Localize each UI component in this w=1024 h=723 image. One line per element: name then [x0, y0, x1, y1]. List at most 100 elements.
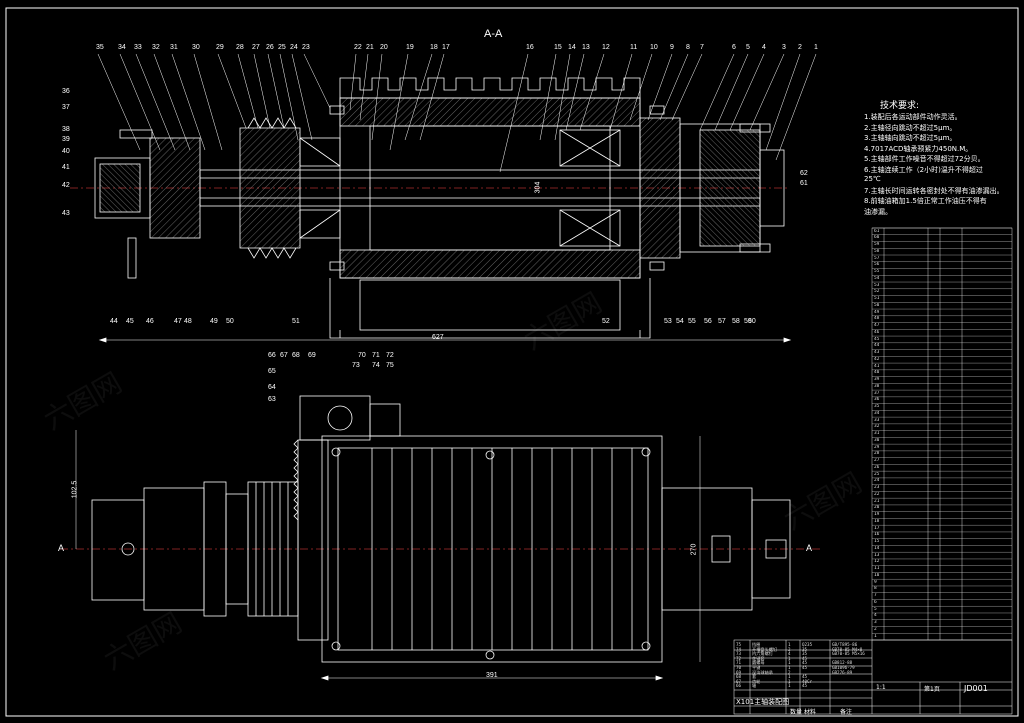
callout-number: 36	[62, 88, 70, 95]
callout-number: 73	[352, 362, 360, 369]
section-title: A-A	[484, 28, 503, 40]
callout-number: 13	[582, 44, 590, 51]
bom-detail-cell: GB70-85 M4×8	[832, 646, 863, 652]
bom-item-number: 9	[874, 579, 877, 585]
bom-detail-cell: 75	[736, 642, 742, 647]
bom-item-number: 26	[874, 464, 880, 470]
bom-detail-cell: 40Cr	[802, 678, 813, 684]
bom-item-number: 59	[874, 242, 880, 247]
callout-number: 62	[800, 170, 808, 177]
bom-item-number: 46	[874, 329, 880, 335]
bom-detail-cell: 45	[802, 683, 808, 689]
bom-detail-cell: 35	[802, 651, 808, 657]
bom-detail-cell: 套	[752, 674, 757, 680]
bom-item-number: 61	[874, 228, 880, 234]
tech-requirement-item: 6.主轴连续工作（2小时)温升不得超过	[864, 165, 983, 174]
dim-overall-bottom: 391	[486, 672, 498, 679]
bom-detail-cell: 45	[802, 660, 808, 666]
bom-item-number: 7	[874, 593, 877, 599]
callout-number: 3	[782, 44, 786, 51]
callout-number: 48	[184, 318, 192, 325]
bom-detail-cell: 2	[788, 669, 791, 675]
bom-item-number: 44	[874, 343, 880, 349]
callout-number: 69	[308, 352, 316, 359]
callout-number: 37	[62, 104, 70, 111]
callout-number: 31	[170, 44, 178, 51]
bom-item-number: 47	[874, 323, 880, 329]
tech-requirement-item: 4.7017ACD轴承预紧力450N.M。	[864, 144, 973, 153]
bom-item-number: 6	[874, 599, 877, 605]
dim-overall-top: 627	[432, 334, 444, 341]
remark-header: 备注	[840, 709, 853, 716]
bom-item-number: 17	[874, 525, 880, 531]
bom-item-number: 1	[874, 633, 877, 639]
callout-number: 53	[664, 318, 672, 325]
bom-item-number: 14	[874, 545, 880, 551]
bom-item-number: 27	[874, 458, 880, 464]
bom-detail-cell: 69	[736, 669, 742, 675]
bom-item-number: 19	[874, 512, 880, 518]
bom-item-number: 30	[874, 437, 880, 443]
sheet-border	[5, 7, 1019, 717]
bom-item-number: 12	[874, 559, 880, 565]
bom-detail-cell: 66	[736, 683, 742, 689]
callout-number: 29	[216, 44, 224, 51]
bom-detail-cell: GB1096-79	[832, 665, 855, 670]
bom-item-number: 3	[874, 620, 877, 626]
callout-number: 5	[746, 44, 750, 51]
callout-number: 18	[430, 44, 438, 51]
callout-number: 4	[762, 44, 766, 51]
tech-requirements-title: 技术要求:	[880, 101, 920, 111]
callout-number: 75	[386, 362, 394, 369]
outside-view	[60, 395, 820, 681]
bom-item-number: 18	[874, 518, 880, 524]
callout-number: 59	[744, 318, 752, 325]
bom-item-number: 37	[874, 390, 880, 396]
bom-item-number: 36	[874, 397, 880, 403]
bom-item-number: 48	[874, 316, 880, 322]
callout-number: 6	[732, 44, 736, 51]
bom-item-number: 41	[874, 363, 880, 369]
drawing-sheet: 第1页	[924, 686, 940, 693]
drawing-name: X101主轴装配图	[736, 698, 790, 706]
bom-detail-cell: 圆螺母	[752, 660, 765, 666]
bom-item-number: 53	[874, 282, 880, 288]
callout-number: 8	[686, 44, 690, 51]
bom-item-number: 38	[874, 383, 880, 389]
callout-number: 54	[676, 318, 684, 325]
bom-item-number: 49	[874, 309, 880, 315]
bom-detail-cell: 1	[788, 665, 791, 670]
bom-detail-cell: 1	[788, 660, 791, 666]
callout-number: 71	[372, 352, 380, 359]
callout-number: 63	[268, 396, 276, 403]
bom-item-number: 15	[874, 539, 880, 545]
bom-item-number: 33	[874, 417, 880, 423]
bom-detail-cell: 齿轮	[752, 678, 761, 684]
callout-number: 34	[118, 44, 126, 51]
callout-number: 16	[526, 44, 534, 51]
bom-table	[871, 227, 1013, 641]
callout-number: 27	[252, 44, 260, 51]
title-block	[733, 639, 1013, 715]
bom-item-number: 10	[874, 572, 880, 578]
bom-item-number: 42	[874, 356, 880, 362]
callout-number: 32	[152, 44, 160, 51]
callout-number: 19	[406, 44, 414, 51]
bom-detail-cell: 45	[802, 674, 808, 680]
callout-number: 30	[192, 44, 200, 51]
tech-requirement-item: 2.主轴径向跳动不超过5μm。	[864, 123, 957, 132]
bom-detail-cell: Q235	[802, 642, 813, 647]
bom-detail-cell: 深沟球轴承	[752, 669, 773, 675]
bom-item-number: 45	[874, 336, 880, 342]
section-view-a-a	[70, 77, 792, 343]
bom-item-number: 60	[874, 235, 880, 241]
section-mark-right: A	[806, 543, 813, 553]
tech-requirement-item: 油渗漏。	[864, 207, 892, 216]
bom-item-number: 52	[874, 289, 880, 295]
callout-number: 52	[602, 318, 610, 325]
dim-height-left: 102.5	[71, 480, 79, 499]
bom-detail-cell: 73	[736, 651, 742, 657]
material-header: 材料	[804, 709, 817, 716]
callout-number: 47	[174, 318, 182, 325]
callout-number: 35	[96, 44, 104, 51]
